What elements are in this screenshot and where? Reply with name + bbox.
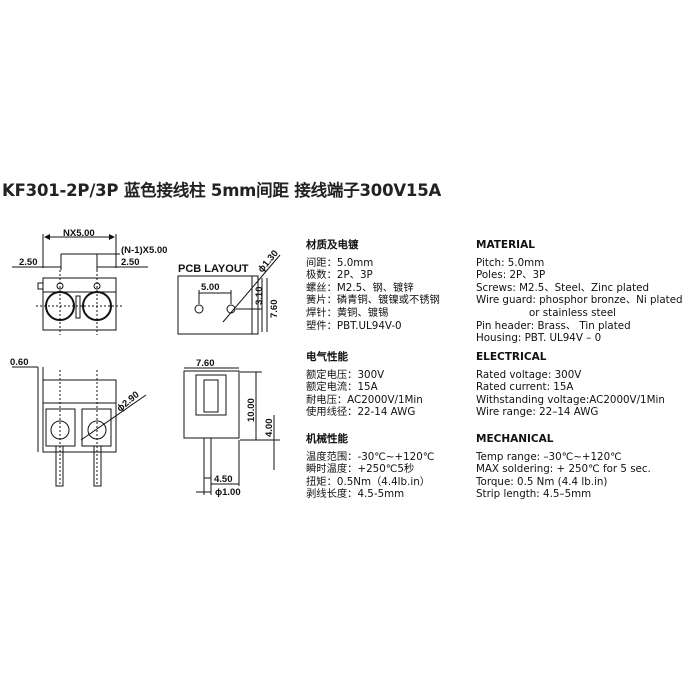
spec-line: 螺丝：M2.5、钢、镀锌 [306,281,414,294]
spec-line: Poles: 2P、3P [476,269,546,282]
spec-line: Strip length: 4.5–5mm [476,488,592,501]
cn-mechanical-section: 机械性能 温度范围：-30℃~+120℃ 瞬时温度：+250℃5秒 扭矩：0.5… [306,433,434,501]
pcb-layout-title: PCB LAYOUT [178,263,249,275]
pcb-layout-drawing [177,254,281,335]
spec-line: or stainless steel [529,306,617,319]
en-material-section: MATERIAL Pitch: 5.0mm Poles: 2P、3P Screw… [476,239,683,345]
spec-line: Pitch: 5.0mm [476,256,545,269]
en-electrical-section: ELECTRICAL Rated voltage: 300V Rated cur… [476,351,665,419]
cn-material-heading: 材质及电镀 [306,239,359,251]
dim-front-offset: 0.60 [10,357,29,368]
spec-line: 使用线径：22-14 AWG [306,406,416,419]
dim-side-height: 10.00 [246,398,257,422]
spec-line: 额定电压：300V [306,368,385,381]
en-electrical-heading: ELECTRICAL [476,351,547,363]
dim-right-offset: 2.50 [121,257,140,268]
dim-n1: (N-1)X5.00 [121,245,167,256]
spec-line: 间距：5.0mm [306,256,374,269]
spec-line: MAX soldering: + 250℃ for 5 sec. [476,463,651,476]
dim-pcb-b: 7.60 [269,300,280,319]
dim-nx: NX5.00 [63,228,95,239]
spec-line: Withstanding voltage:AC2000V/1Min [476,393,665,406]
en-material-heading: MATERIAL [476,239,535,251]
spec-line: Temp range: –30℃~+120℃ [476,450,622,463]
spec-line: Housing: PBT. UL94V – 0 [476,332,602,345]
spec-line: Torque: 0.5 Nm (4.4 lb.in) [476,475,608,488]
spec-line: Wire guard: phosphor bronze、Ni plated [476,294,683,307]
spec-line: Rated voltage: 300V [476,368,582,381]
dim-pin-offset: 4.50 [214,474,233,485]
spec-line: 焊针：黄铜、镀锡 [306,306,389,319]
spec-line: 瞬时温度：+250℃5秒 [306,463,415,476]
front-view-drawing [12,366,147,487]
spec-line: 剥线长度：4.5-5mm [306,488,405,501]
spec-line: 耐电压：AC2000V/1Min [306,393,423,406]
dim-pcb-pitch: 5.00 [201,282,220,293]
cn-material-section: 材质及电镀 间距：5.0mm 极数：2P、3P 螺丝：M2.5、钢、镀锌 簧片：… [306,239,440,332]
en-mechanical-section: MECHANICAL Temp range: –30℃~+120℃ MAX so… [476,433,651,501]
spec-line: Screws: M2.5、Steel、Zinc plated [476,281,650,294]
dim-left-offset: 2.50 [19,257,38,268]
dim-side-width: 7.60 [196,358,215,369]
dim-screw-dia: ϕ2.90 [115,389,142,414]
dim-pin-len: 4.00 [264,419,275,438]
spec-line: Rated current: 15A [476,381,574,394]
dim-pcb-a: 3.10 [254,287,265,306]
dim-hole-dia: ϕ1.30 [256,248,281,275]
top-view-drawing [12,234,148,335]
dim-pin-dia: ϕ1.00 [215,487,241,498]
en-mechanical-heading: MECHANICAL [476,433,554,445]
technical-drawings: NX5.00 (N-1)X5.00 2.50 2.50 PCB LAYOUT 5… [10,228,281,498]
spec-line: 额定电流：15A [306,381,378,394]
cn-electrical-section: 电气性能 额定电压：300V 额定电流：15A 耐电压：AC2000V/1Min… [306,351,423,419]
spec-line: Pin header: Brass、 Tin plated [476,319,631,332]
spec-line: Wire range: 22–14 AWG [476,406,599,419]
cn-mechanical-heading: 机械性能 [306,433,348,445]
spec-line: 塑件：PBT.UL94V-0 [306,319,402,332]
spec-line: 极数：2P、3P [306,269,373,282]
spec-line: 温度范围：-30℃~+120℃ [306,450,435,463]
side-view-drawing [183,367,280,495]
spec-line: 扭矩：0.5Nm（4.4lb.in） [306,475,431,488]
product-title: KF301-2P/3P 蓝色接线柱 5mm间距 接线端子300V15A [2,181,442,200]
spec-line: 簧片：磷青铜、镀镍或不锈钢 [306,294,440,307]
cn-electrical-heading: 电气性能 [306,351,348,363]
